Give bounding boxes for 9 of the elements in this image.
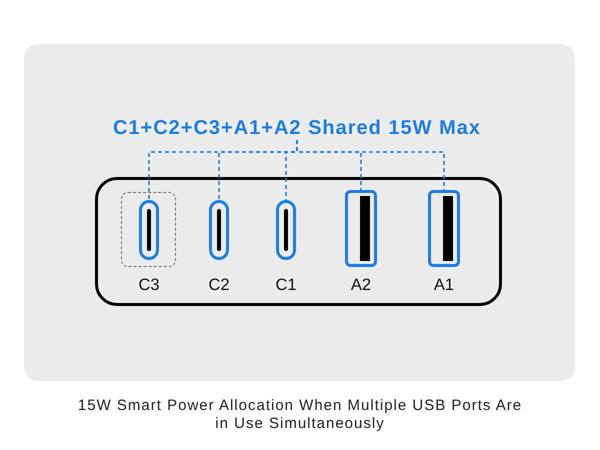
port-label: A2	[350, 276, 372, 294]
dashed-connector	[296, 140, 445, 190]
port-label: C3	[138, 276, 160, 294]
port-label: A1	[434, 276, 454, 294]
power-sharing-label: C1+C2+C3+A1+A2 Shared 15W Max	[112, 116, 482, 140]
port-label: C1	[275, 276, 297, 294]
port-label: C2	[208, 276, 230, 294]
charger-body	[95, 177, 502, 306]
caption-text: 15W Smart Power Allocation When Multiple USB Ports Are in Use Simultaneously	[76, 397, 524, 433]
